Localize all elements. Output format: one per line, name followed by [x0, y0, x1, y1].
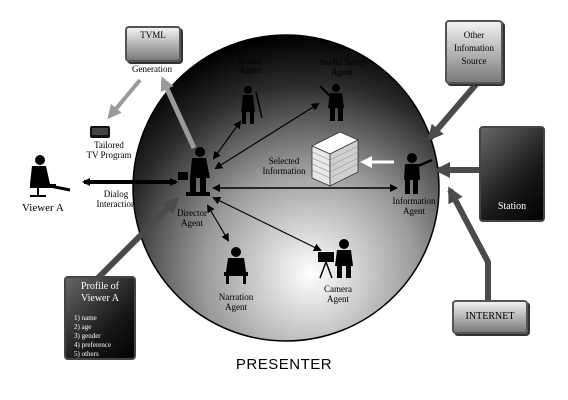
camera-line2: Agent	[327, 294, 349, 304]
internet-label: INTERNET	[465, 311, 515, 322]
profile-item: 1) name	[74, 314, 97, 322]
dialog-line1: Dialog	[103, 189, 129, 199]
profile-title-line1: Profile of	[80, 281, 120, 292]
tailored-line1: Tailored	[94, 140, 124, 150]
studio-setup-agent-icon	[319, 84, 344, 121]
arrow-profile	[95, 197, 179, 281]
tvml-box: TVML	[125, 26, 181, 62]
profile-box: Profile of Viewer A	[64, 276, 136, 360]
profile-items: 1) name 2) age 3) gender 4) preference 5…	[74, 314, 111, 359]
camera-line1: Camera	[324, 284, 352, 294]
other-source-line2: Infomation	[454, 43, 494, 53]
information-agent-line1: Information	[392, 196, 436, 206]
tvml-label: TVML	[140, 30, 166, 40]
arrow-director-studio	[214, 102, 320, 170]
sound-agent-label: Sound Agent	[238, 56, 262, 75]
profile-item: 4) preference	[74, 341, 112, 349]
paper-stack-icon	[311, 131, 359, 187]
tv-program-icon	[90, 126, 110, 138]
arrow-other-source	[427, 80, 481, 142]
profile-item: 3) gender	[74, 332, 101, 340]
narration-line1: Narration	[218, 292, 254, 302]
arrow-generation-tailored	[107, 78, 142, 120]
generation-label: Generation	[132, 64, 172, 74]
selected-info-line1: Selected	[268, 156, 300, 166]
director-agent-icon	[178, 147, 210, 196]
internet-box: INTERNET	[452, 300, 528, 334]
arrow-director-camera	[212, 197, 322, 251]
camera-agent-icon	[318, 239, 353, 279]
information-agent-icon	[404, 153, 433, 194]
other-source-line3: Source	[461, 56, 487, 66]
director-line2: Agent	[181, 218, 203, 228]
viewer-label: Viewer A	[22, 202, 64, 214]
arrow-internet	[447, 186, 491, 300]
other-source-box: Other Infomation Source	[445, 20, 503, 84]
station-box	[479, 126, 545, 222]
narration-line2: Agent	[225, 302, 247, 312]
arrow-director-narration	[206, 204, 230, 242]
presenter-label: PRESENTER	[235, 356, 333, 373]
profile-item: 2) age	[74, 323, 92, 331]
station-label: Station	[497, 201, 527, 212]
arrow-director-generation	[160, 76, 197, 150]
profile-title-line2: Viewer A	[81, 293, 119, 304]
profile-item: 5) others	[74, 350, 99, 358]
viewer-a-icon	[30, 155, 71, 197]
studio-setup-line1: Studio Setup	[318, 57, 366, 67]
sound-agent-icon	[241, 86, 263, 124]
studio-setup-line2: Agent	[331, 67, 353, 77]
tailored-line2: TV Program	[86, 150, 132, 160]
narration-agent-icon	[224, 247, 248, 284]
selected-info-line2: Information	[262, 166, 306, 176]
other-source-line1: Other	[463, 30, 485, 40]
dialog-line2: Interaction	[96, 199, 136, 209]
director-line1: Director	[177, 208, 207, 218]
information-agent-line2: Agent	[403, 206, 425, 216]
